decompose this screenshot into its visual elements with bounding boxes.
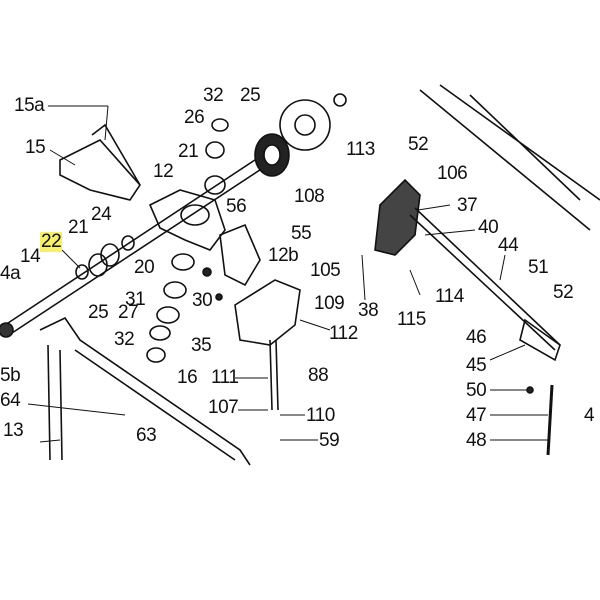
callout-25-lower: 25 (88, 302, 109, 323)
callout-4: 4 (584, 405, 595, 426)
callout-64: 64 (0, 390, 21, 411)
callout-21: 21 (178, 141, 199, 162)
callout-52: 52 (408, 134, 429, 155)
callout-31: 31 (125, 289, 146, 310)
callout-40: 40 (478, 217, 499, 238)
shaft-14 (0, 149, 276, 338)
callout-59: 59 (319, 430, 340, 451)
callout-44: 44 (498, 235, 519, 256)
callout-27: 27 (118, 302, 139, 323)
callout-37: 37 (457, 195, 478, 216)
part-106-handle (374, 178, 421, 256)
callout-14: 14 (20, 246, 41, 267)
callout-15a: 15a (14, 95, 45, 116)
callout-5b: 5b (0, 365, 21, 386)
callout-51: 51 (528, 257, 549, 278)
callout-56: 56 (226, 196, 247, 217)
callout-46: 46 (466, 327, 487, 348)
callout-88: 88 (308, 365, 329, 386)
callout-21-lower: 21 (68, 217, 89, 238)
callout-109: 109 (314, 293, 345, 314)
part-12-housing (148, 189, 226, 251)
part-45 (519, 318, 561, 362)
callout-110: 110 (306, 405, 335, 426)
callout-50: 50 (466, 380, 487, 401)
callout-48: 48 (466, 430, 487, 451)
chute-tube (419, 84, 600, 231)
callout-107: 107 (208, 397, 239, 418)
callout-114: 114 (435, 286, 464, 307)
callout-12: 12 (153, 161, 174, 182)
callout-106: 106 (437, 163, 468, 184)
leader-lines (27, 105, 548, 443)
part-105 (234, 279, 301, 346)
callout-47: 47 (466, 405, 487, 426)
callout-22-highlighted: 22 (40, 231, 63, 252)
callout-25: 25 (240, 85, 261, 106)
part-15 (59, 123, 142, 201)
callout-55: 55 (291, 223, 312, 244)
callout-12b: 12b (268, 245, 299, 266)
callout-38: 38 (358, 300, 379, 321)
callout-13: 13 (3, 420, 24, 441)
callout-115: 115 (397, 309, 426, 330)
part-56-bracket (219, 223, 261, 287)
callout-4a: 4a (0, 263, 21, 284)
callout-15: 15 (25, 137, 46, 158)
callout-108: 108 (294, 186, 325, 207)
callout-32-lower: 32 (114, 329, 135, 350)
gear (254, 93, 347, 177)
callout-113: 113 (346, 139, 375, 160)
callout-111: 111 (211, 367, 239, 388)
callout-105: 105 (310, 260, 341, 281)
callout-26: 26 (184, 107, 205, 128)
callout-63: 63 (136, 425, 157, 446)
callout-35: 35 (191, 335, 212, 356)
callout-20: 20 (134, 257, 155, 278)
callout-30: 30 (192, 290, 213, 311)
callout-24: 24 (91, 204, 112, 225)
callout-112: 112 (329, 323, 358, 344)
callout-45: 45 (466, 355, 487, 376)
callout-32: 32 (203, 85, 224, 106)
bearings (75, 118, 229, 363)
part-13-frame (39, 316, 251, 466)
callout-52-right: 52 (553, 282, 574, 303)
callout-16: 16 (177, 367, 198, 388)
